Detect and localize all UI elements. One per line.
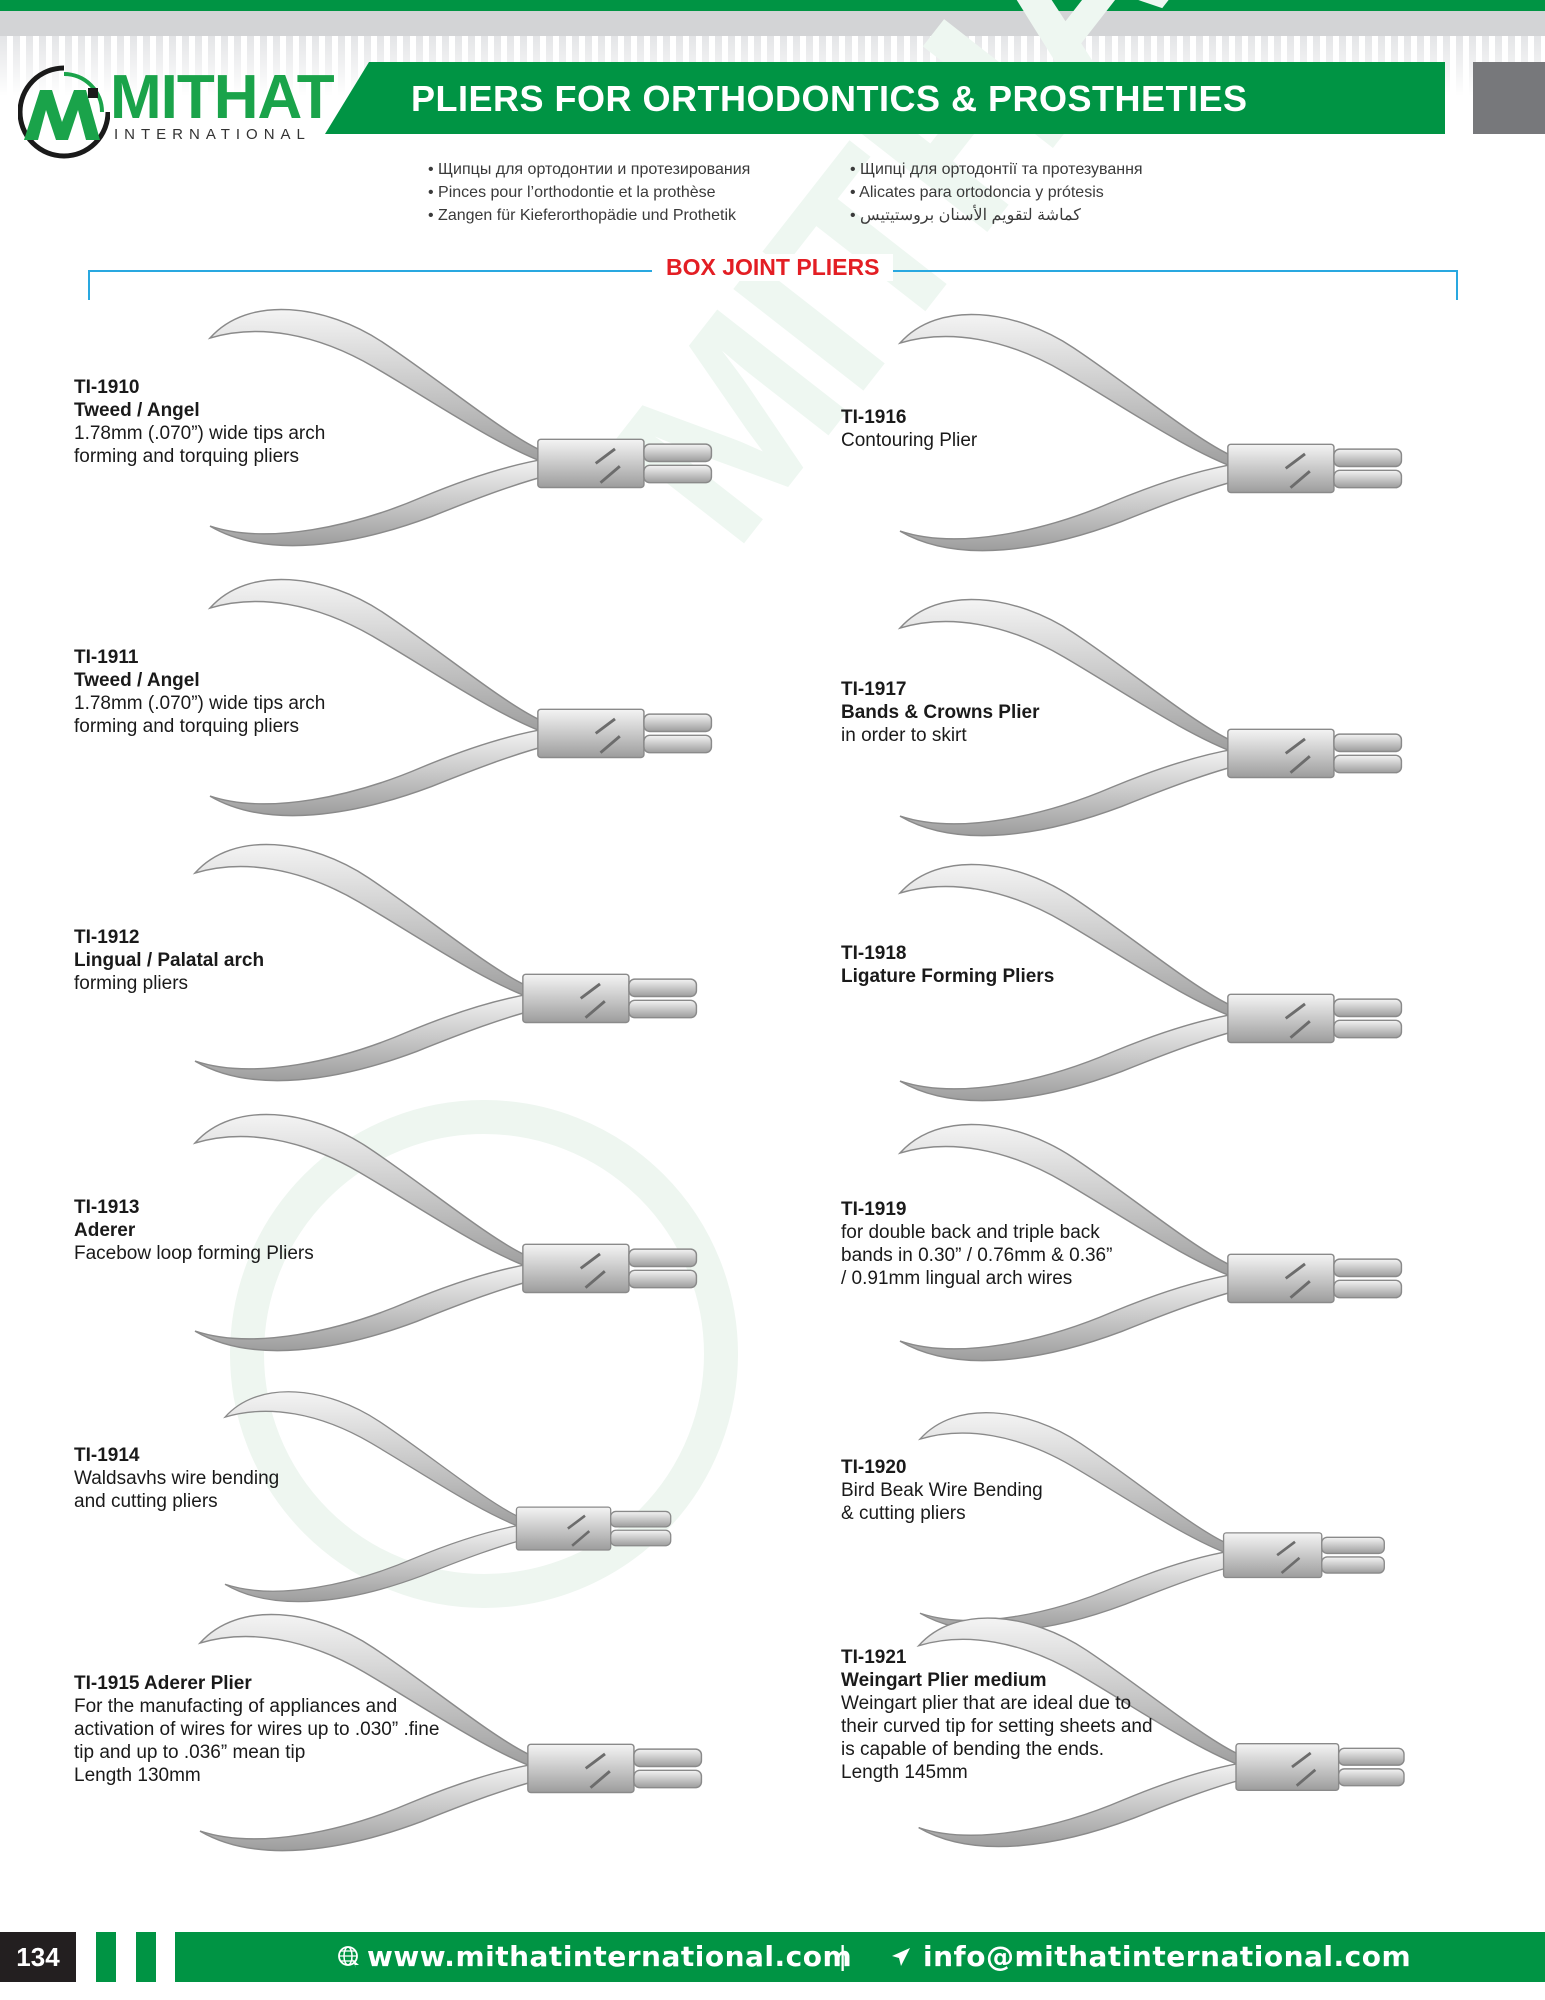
product-code: TI-1918: [841, 943, 907, 964]
product-ti-1917: TI-1917 Bands & Crowns Plier in order to…: [841, 678, 1040, 747]
product-code: TI-1914: [74, 1445, 140, 1466]
translation-ru: Щипцы для ортодонтии и протезирования: [428, 158, 828, 181]
header-grey-tab: [1473, 62, 1545, 134]
translation-ar: كماشة لتقويم الأسنان بروستيتيس: [850, 204, 1250, 227]
website-link[interactable]: www.mithatinternational.com: [367, 1940, 853, 1973]
product-code: TI-1915 Aderer Plier: [74, 1673, 252, 1694]
footer-bar: www.mithatinternational.com | info@mitha…: [175, 1932, 1545, 1982]
top-grey-band: [0, 11, 1545, 36]
translation-uk: Щипці для ортодонтії та протезування: [850, 158, 1250, 181]
product-ti-1913: TI-1913 Aderer Facebow loop forming Plie…: [74, 1196, 314, 1265]
product-ti-1916: TI-1916 Contouring Plier: [841, 406, 977, 452]
product-code: TI-1921: [841, 1647, 907, 1668]
page-number: 134: [0, 1932, 76, 1982]
product-desc-line: their curved tip for setting sheets and: [841, 1716, 1153, 1737]
translations-right: Щипці для ортодонтії та протезування Ali…: [850, 158, 1250, 227]
product-code: TI-1920: [841, 1457, 907, 1478]
product-desc-line: activation of wires for wires up to .030…: [74, 1719, 440, 1740]
product-desc-line: Length 145mm: [841, 1762, 968, 1783]
product-desc-line: Length 130mm: [74, 1765, 201, 1786]
product-desc-line: forming and torquing pliers: [74, 716, 299, 737]
product-code: TI-1912: [74, 927, 140, 948]
company-logo: MITHAT INTERNATIONAL: [18, 64, 335, 164]
product-desc-line: For the manufacting of appliances and: [74, 1696, 398, 1717]
translation-es: Alicates para ortodoncia y prótesis: [850, 181, 1250, 204]
product-desc-line: Bird Beak Wire Bending: [841, 1480, 1043, 1501]
logo-wordmark: MITHAT: [110, 63, 335, 132]
footer-stripe: [96, 1932, 116, 1982]
logo-subtitle: INTERNATIONAL: [114, 126, 311, 143]
product-desc-line: is capable of bending the ends.: [841, 1739, 1105, 1760]
section-title: BOX JOINT PLIERS: [652, 254, 894, 281]
product-code: TI-1919: [841, 1199, 907, 1220]
product-name: Aderer: [74, 1220, 136, 1241]
mi-logo-icon: [18, 65, 110, 159]
product-name: Lingual / Palatal arch: [74, 950, 265, 971]
product-code: TI-1916: [841, 407, 907, 428]
email-link[interactable]: info@mithatinternational.com: [923, 1940, 1412, 1973]
translation-de: Zangen für Kieferorthopädie und Protheti…: [428, 204, 828, 227]
product-ti-1914: TI-1914 Waldsavhs wire bending and cutti…: [74, 1444, 279, 1513]
product-desc-line: 1.78mm (.070”) wide tips arch: [74, 693, 326, 714]
paper-plane-icon: [892, 1948, 910, 1966]
translation-fr: Pinces pour l’orthodontie et la prothèse: [428, 181, 828, 204]
product-desc-line: / 0.91mm lingual arch wires: [841, 1268, 1073, 1289]
product-ti-1918: TI-1918 Ligature Forming Pliers: [841, 942, 1054, 988]
product-name: Weingart Plier medium: [841, 1670, 1047, 1691]
product-code: TI-1911: [74, 647, 139, 668]
product-ti-1912: TI-1912 Lingual / Palatal arch forming p…: [74, 926, 264, 995]
product-desc-line: tip and up to .036” mean tip: [74, 1742, 306, 1763]
product-desc-line: Weingart plier that are ideal due to: [841, 1693, 1132, 1714]
translations-left: Щипцы для ортодонтии и протезирования Pi…: [428, 158, 828, 227]
product-desc-line: Contouring Plier: [841, 430, 978, 451]
product-ti-1920: TI-1920 Bird Beak Wire Bending & cutting…: [841, 1456, 1043, 1525]
product-desc-line: bands in 0.30” / 0.76mm & 0.36”: [841, 1245, 1113, 1266]
product-ti-1915: TI-1915 Aderer Plier For the manufacting…: [74, 1672, 439, 1787]
product-name: Tweed / Angel: [74, 400, 200, 421]
footer-stripe: [136, 1932, 156, 1982]
product-code: TI-1917: [841, 679, 907, 700]
product-ti-1921: TI-1921 Weingart Plier medium Weingart p…: [841, 1646, 1153, 1784]
product-desc-line: and cutting pliers: [74, 1491, 218, 1512]
product-name: Tweed / Angel: [74, 670, 200, 691]
product-ti-1919: TI-1919 for double back and triple back …: [841, 1198, 1112, 1290]
product-desc-line: Facebow loop forming Pliers: [74, 1243, 314, 1264]
product-desc-line: 1.78mm (.070”) wide tips arch: [74, 423, 326, 444]
product-name: Ligature Forming Pliers: [841, 966, 1055, 987]
product-code: TI-1913: [74, 1197, 140, 1218]
product-desc-line: in order to skirt: [841, 725, 967, 746]
product-desc-line: & cutting pliers: [841, 1503, 966, 1524]
product-name: Bands & Crowns Plier: [841, 702, 1040, 723]
page-title-banner: PLIERS FOR ORTHODONTICS & PROSTHETIES: [325, 62, 1445, 134]
product-desc-line: for double back and triple back: [841, 1222, 1100, 1243]
top-green-bar: [0, 0, 1545, 11]
product-desc-line: forming and torquing pliers: [74, 446, 299, 467]
footer-separator: |: [839, 1940, 847, 1971]
product-ti-1910: TI-1910 Tweed / Angel 1.78mm (.070”) wid…: [74, 376, 325, 468]
product-desc-line: Waldsavhs wire bending: [74, 1468, 280, 1489]
product-code: TI-1910: [74, 377, 140, 398]
globe-icon: [338, 1946, 359, 1968]
product-desc-line: forming pliers: [74, 973, 189, 994]
page-title: PLIERS FOR ORTHODONTICS & PROSTHETIES: [411, 78, 1248, 119]
product-ti-1911: TI-1911 Tweed / Angel 1.78mm (.070”) wid…: [74, 646, 325, 738]
